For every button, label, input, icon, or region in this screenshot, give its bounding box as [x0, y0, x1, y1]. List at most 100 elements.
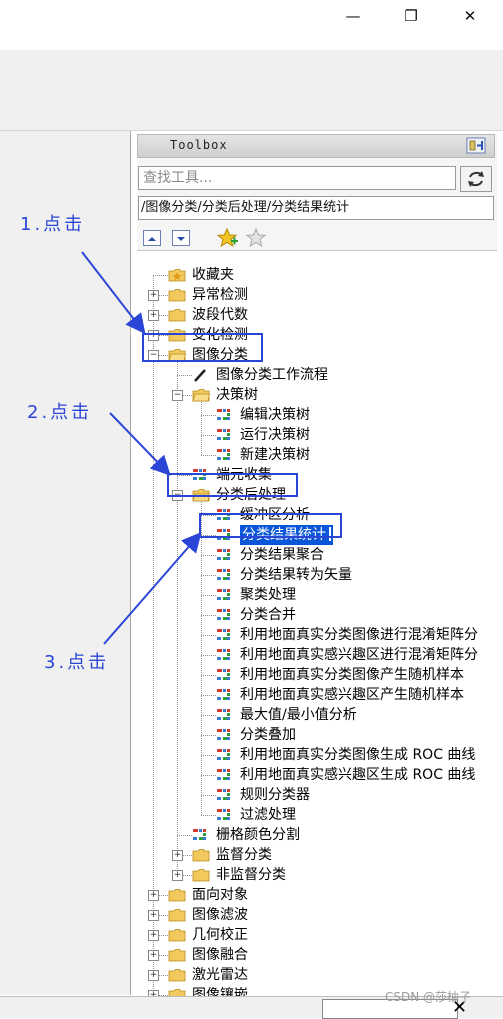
close-button[interactable]: ✕ [463, 7, 477, 25]
tree-connector [201, 695, 216, 696]
search-input[interactable] [139, 168, 447, 188]
tree-item[interactable]: 分类结果转为矢量 [137, 565, 497, 585]
tool-icon [216, 748, 234, 762]
expand-icon[interactable]: + [172, 850, 183, 861]
tool-icon [216, 608, 234, 622]
tree-item[interactable]: +激光雷达 [137, 965, 497, 985]
tree-connector [201, 435, 216, 436]
tree-connector [153, 295, 168, 296]
tree-item[interactable]: 分类合并 [137, 605, 497, 625]
tree-connector [153, 995, 168, 996]
tree-item[interactable]: +几何校正 [137, 925, 497, 945]
toolbox-title: Toolbox [170, 138, 228, 152]
tree-item-label: 最大值/最小值分析 [240, 707, 357, 723]
tool-icon [216, 448, 234, 462]
annotation-step-1: 1.点击 [20, 214, 86, 235]
tree-connector [201, 715, 216, 716]
tree-item-label: 新建决策树 [240, 447, 310, 463]
tree-item[interactable]: +面向对象 [137, 885, 497, 905]
move-up-button[interactable] [143, 230, 161, 246]
toolbox-header: Toolbox [137, 134, 495, 158]
tree-connector [201, 655, 216, 656]
move-down-button[interactable] [172, 230, 190, 246]
folder-icon [168, 988, 186, 997]
pin-icon[interactable] [466, 137, 486, 154]
minimize-button[interactable]: — [345, 7, 361, 25]
collapse-icon[interactable]: − [172, 390, 183, 401]
tree-connector [177, 855, 192, 856]
tree-item[interactable]: 利用地面真实分类图像产生随机样本 [137, 665, 497, 685]
maximize-button[interactable]: ❐ [404, 7, 418, 25]
star-add-icon [216, 227, 238, 248]
tree-item[interactable]: 规则分类器 [137, 785, 497, 805]
tree-item[interactable]: + 变化检测 [137, 325, 497, 345]
toolbox-tree[interactable]: 收藏夹+异常检测+波段代数+变化检测−图像分类图像分类工作流程−决策树编辑决策树… [137, 250, 497, 997]
tree-item[interactable]: 利用地面真实感兴趣区进行混淆矩阵分 [137, 645, 497, 665]
tree-connector [177, 375, 192, 376]
tree-item[interactable]: +图像融合 [137, 945, 497, 965]
status-bar: ✕ [0, 996, 503, 1019]
close-icon[interactable]: ✕ [452, 997, 468, 1018]
tree-item[interactable]: 最大值/最小值分析 [137, 705, 497, 725]
tree-connector [201, 735, 216, 736]
remove-favorite-button[interactable] [245, 227, 268, 248]
tree-connector [201, 395, 202, 455]
tree-item-label: 收藏夹 [192, 267, 234, 283]
expand-icon[interactable]: + [148, 950, 159, 961]
tree-item[interactable]: 分类叠加 [137, 725, 497, 745]
tree-item-label: 利用地面真实感兴趣区产生随机样本 [240, 687, 464, 703]
tree-item[interactable]: 编辑决策树 [137, 405, 497, 425]
add-favorite-button[interactable] [216, 227, 239, 248]
search-box[interactable] [138, 166, 456, 190]
tool-icon [216, 768, 234, 782]
expand-icon[interactable]: + [172, 870, 183, 881]
tree-item[interactable]: +异常检测 [137, 285, 497, 305]
tree-item-label: 规则分类器 [240, 787, 310, 803]
tree-item-label: 图像分类 [192, 347, 248, 363]
tree-item-label: 栅格颜色分割 [216, 827, 300, 843]
expand-icon[interactable]: + [148, 930, 159, 941]
tool-icon [216, 788, 234, 802]
tree-item[interactable]: 分类结果统计 [137, 525, 497, 545]
tree-item[interactable]: 利用地面真实分类图像进行混淆矩阵分 [137, 625, 497, 645]
expand-icon[interactable]: + [148, 970, 159, 981]
tree-item[interactable]: 栅格颜色分割 [137, 825, 497, 845]
refresh-icon [468, 171, 484, 187]
tree-item-label: 非监督分类 [216, 867, 286, 883]
expand-icon[interactable]: + [148, 990, 159, 997]
tree-item[interactable]: 收藏夹 [137, 265, 497, 285]
expand-icon[interactable]: + [148, 290, 159, 301]
expand-icon[interactable]: + [148, 330, 159, 341]
tool-icon [216, 568, 234, 582]
folder-icon [168, 888, 186, 902]
tree-item[interactable]: +图像镶嵌 [137, 985, 497, 997]
tree-item[interactable]: 聚类处理 [137, 585, 497, 605]
tree-item-label: 变化检测 [192, 327, 248, 343]
tree-item-label: 分类叠加 [240, 727, 296, 743]
tree-item[interactable]: +监督分类 [137, 845, 497, 865]
tree-item[interactable]: 图像分类工作流程 [137, 365, 497, 385]
tree-item[interactable]: +波段代数 [137, 305, 497, 325]
tree-item[interactable]: 利用地面真实分类图像生成 ROC 曲线 [137, 745, 497, 765]
tree-connector [201, 455, 216, 456]
tool-icon [216, 408, 234, 422]
expand-icon[interactable]: + [148, 910, 159, 921]
tree-item[interactable]: + 非监督分类 [137, 865, 497, 885]
tree-item[interactable]: 过滤处理 [137, 805, 497, 825]
tree-connector [201, 675, 216, 676]
tree-connector [201, 535, 216, 536]
tree-item[interactable]: 利用地面真实感兴趣区产生随机样本 [137, 685, 497, 705]
tree-item[interactable]: 运行决策树 [137, 425, 497, 445]
tree-connector [153, 275, 168, 276]
refresh-button[interactable] [460, 166, 492, 192]
tree-item-label: 缓冲区分析 [240, 507, 310, 523]
tree-item[interactable]: 分类结果聚合 [137, 545, 497, 565]
tree-item[interactable]: +图像滤波 [137, 905, 497, 925]
expand-icon[interactable]: + [148, 310, 159, 321]
expand-icon[interactable]: + [148, 890, 159, 901]
tree-item[interactable]: −决策树 [137, 385, 497, 405]
chevron-up-icon [148, 237, 156, 241]
tree-item[interactable]: 利用地面真实感兴趣区生成 ROC 曲线 [137, 765, 497, 785]
tree-item[interactable]: 新建决策树 [137, 445, 497, 465]
title-bar: — ❐ ✕ [0, 0, 503, 50]
